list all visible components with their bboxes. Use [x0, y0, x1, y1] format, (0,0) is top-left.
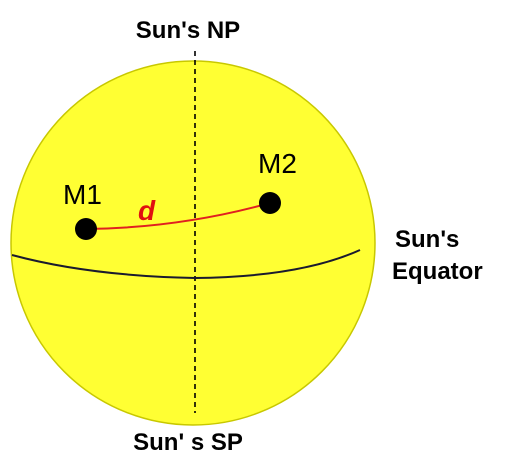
sun-disk	[10, 60, 376, 426]
north-pole-label: Sun's NP	[136, 17, 240, 44]
equator-line	[11, 249, 361, 280]
sunspot-m1	[75, 218, 97, 240]
sunspot-m2	[259, 192, 281, 214]
distance-label: d	[138, 195, 156, 226]
equator-label-line2: Equator	[392, 258, 483, 285]
spot-m1-label: M1	[63, 179, 102, 210]
south-pole-label: Sun' s SP	[133, 429, 243, 456]
spot-m2-label: M2	[258, 148, 297, 179]
equator-label-line1: Sun's	[395, 226, 459, 253]
distance-arc	[85, 202, 271, 230]
